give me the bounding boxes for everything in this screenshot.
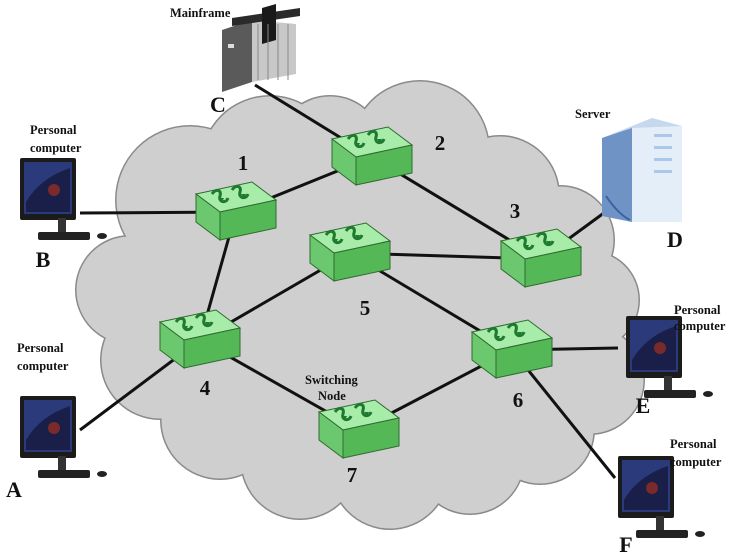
mainframe-icon xyxy=(222,4,300,92)
personal-computer-icon xyxy=(20,396,107,478)
station-letter-label: A xyxy=(6,477,22,502)
station-type-caption: Personal xyxy=(674,303,721,317)
station-type-caption: computer xyxy=(17,359,69,373)
node-number-label: 7 xyxy=(347,463,358,487)
node-number-label: 5 xyxy=(360,296,371,320)
station-type-caption: Personal xyxy=(670,437,717,451)
node-number-label: 6 xyxy=(513,388,524,412)
station-letter-label: F xyxy=(619,532,632,555)
switching-node-caption: Switching xyxy=(305,373,359,387)
server-icon xyxy=(602,118,682,222)
station-letter-label: C xyxy=(210,92,226,117)
station-type-caption: Personal xyxy=(17,341,64,355)
node-number-label: 3 xyxy=(510,199,521,223)
personal-computer-icon xyxy=(20,158,107,240)
station-type-caption: computer xyxy=(30,141,82,155)
station-letter-label: D xyxy=(667,227,683,252)
labels-layer: 1234567APersonalcomputerBPersonalcompute… xyxy=(6,6,726,555)
station-type-caption: computer xyxy=(674,319,726,333)
station-letter-label: E xyxy=(636,393,651,418)
station-letter-label: B xyxy=(36,247,51,272)
stations-layer xyxy=(20,4,713,538)
node-number-label: 1 xyxy=(238,151,249,175)
node-number-label: 2 xyxy=(435,131,446,155)
node-number-label: 4 xyxy=(200,376,211,400)
station-type-caption: Mainframe xyxy=(170,6,231,20)
station-type-caption: Personal xyxy=(30,123,77,137)
switching-node-caption: Node xyxy=(318,389,346,403)
station-type-caption: computer xyxy=(670,455,722,469)
station-type-caption: Server xyxy=(575,107,611,121)
